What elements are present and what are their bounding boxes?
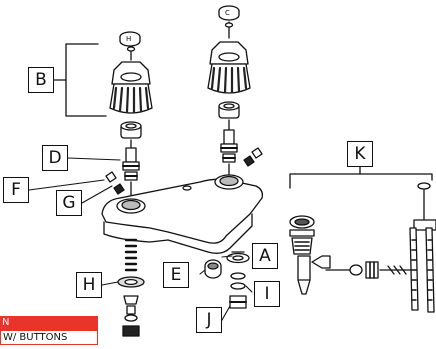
callout-e: E [163, 262, 189, 288]
callout-k: K [347, 141, 373, 167]
svg-text:H: H [126, 35, 131, 43]
callout-g: G [56, 190, 82, 216]
callout-d: D [42, 145, 68, 171]
left-mount-parts [117, 238, 145, 337]
right-handle-assembly: C [207, 5, 263, 177]
callout-h: H [76, 272, 102, 298]
left-handle-assembly: H [105, 31, 153, 197]
leader-lines [28, 157, 253, 321]
popup-drain-assembly [289, 182, 436, 313]
callout-f: F [3, 177, 29, 203]
badge-text: W/ BUTTONS [0, 330, 98, 345]
svg-text:C: C [225, 9, 230, 17]
badge-header: N [0, 316, 98, 330]
faucet-body [101, 174, 264, 254]
callout-a: A [252, 243, 278, 269]
callout-i: I [254, 281, 280, 307]
callout-j: J [196, 307, 222, 333]
right-mount-parts [204, 251, 250, 309]
bracket-k [289, 165, 433, 189]
callout-b: B [28, 67, 54, 93]
bracket-b [53, 43, 107, 117]
variant-badge: N W/ BUTTONS [0, 316, 98, 345]
